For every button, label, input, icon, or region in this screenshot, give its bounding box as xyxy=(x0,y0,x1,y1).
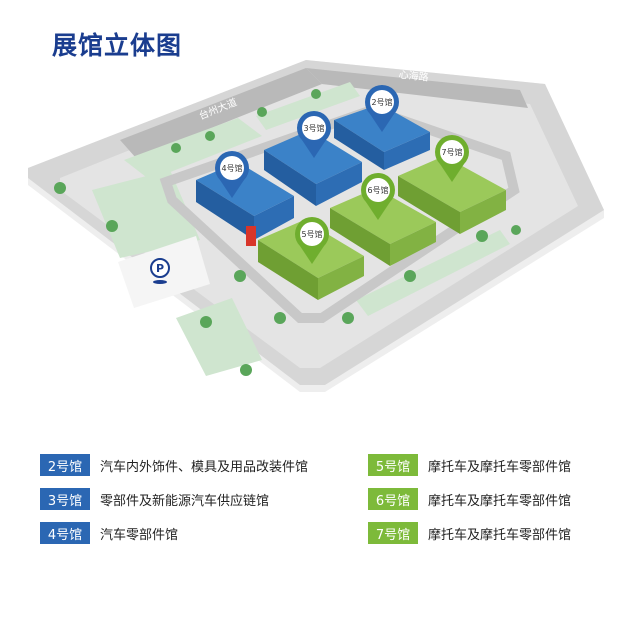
legend-item-hall-5[interactable]: 5号馆 摩托车及摩托车零部件馆 xyxy=(368,454,571,476)
lawn-bottom-left xyxy=(176,298,262,376)
lawn-bottom-right xyxy=(356,230,510,316)
hall-4-pin[interactable]: 4号馆 xyxy=(215,151,249,198)
legend-badge: 3号馆 xyxy=(40,488,90,510)
legend-description: 摩托车及摩托车零部件馆 xyxy=(428,459,572,475)
parking-icon-letter: P xyxy=(156,262,164,275)
legend-item-hall-3[interactable]: 3号馆 零部件及新能源汽车供应链馆 xyxy=(40,488,269,510)
hall-6-pin[interactable]: 6号馆 xyxy=(361,173,395,220)
hall-3-building[interactable] xyxy=(264,130,362,206)
hall-6-pin-label: 6号馆 xyxy=(367,185,388,195)
left-road[interactable] xyxy=(120,68,322,158)
legend-badge: 5号馆 xyxy=(368,454,418,476)
legend-item-hall-4[interactable]: 4号馆 汽车零部件馆 xyxy=(40,522,178,544)
hall-5-pin[interactable]: 5号馆 xyxy=(295,217,329,264)
legend-badge: 6号馆 xyxy=(368,488,418,510)
hall-4-entrance xyxy=(246,226,256,246)
hall-3-pin-label: 3号馆 xyxy=(303,123,324,133)
legend-description: 摩托车及摩托车零部件馆 xyxy=(428,527,572,543)
right-road[interactable] xyxy=(306,68,528,108)
hall-7-building[interactable] xyxy=(398,156,506,234)
trees xyxy=(54,89,521,376)
legend-description: 摩托车及摩托车零部件馆 xyxy=(428,493,572,509)
lawn-top-right xyxy=(256,82,360,130)
legend-description: 汽车零部件馆 xyxy=(100,527,179,543)
hall-2-pin-label: 2号馆 xyxy=(371,97,392,107)
hall-7-pin[interactable]: 7号馆 xyxy=(435,135,469,182)
lawn-top-left xyxy=(124,118,262,180)
hall-3-pin[interactable]: 3号馆 xyxy=(297,111,331,158)
page-title: 展馆立体图 xyxy=(52,31,183,60)
right-road-label: 心海路 xyxy=(398,68,429,84)
legend-item-hall-2[interactable]: 2号馆 汽车内外饰件、模具及用品改装件馆 xyxy=(40,454,308,476)
parking-icon[interactable]: P xyxy=(150,258,170,284)
legend-item-hall-7[interactable]: 7号馆 摩托车及摩托车零部件馆 xyxy=(368,522,571,544)
legend-badge: 4号馆 xyxy=(40,522,90,544)
legend-description: 零部件及新能源汽车供应链馆 xyxy=(100,493,270,509)
legend-item-hall-6[interactable]: 6号馆 摩托车及摩托车零部件馆 xyxy=(368,488,571,510)
exhibition-site-map: 台州大道 心海路 P xyxy=(28,60,604,392)
hall-legend: 2号馆 汽车内外饰件、模具及用品改装件馆 3号馆 零部件及新能源汽车供应链馆 4… xyxy=(40,454,600,554)
legend-description: 汽车内外饰件、模具及用品改装件馆 xyxy=(100,459,309,475)
hall-6-building[interactable] xyxy=(330,188,436,266)
legend-badge: 7号馆 xyxy=(368,522,418,544)
hall-5-pin-label: 5号馆 xyxy=(301,229,322,239)
hall-7-pin-label: 7号馆 xyxy=(441,147,462,157)
hall-4-pin-label: 4号馆 xyxy=(221,163,242,173)
hall-2-pin[interactable]: 2号馆 xyxy=(365,85,399,132)
legend-badge: 2号馆 xyxy=(40,454,90,476)
